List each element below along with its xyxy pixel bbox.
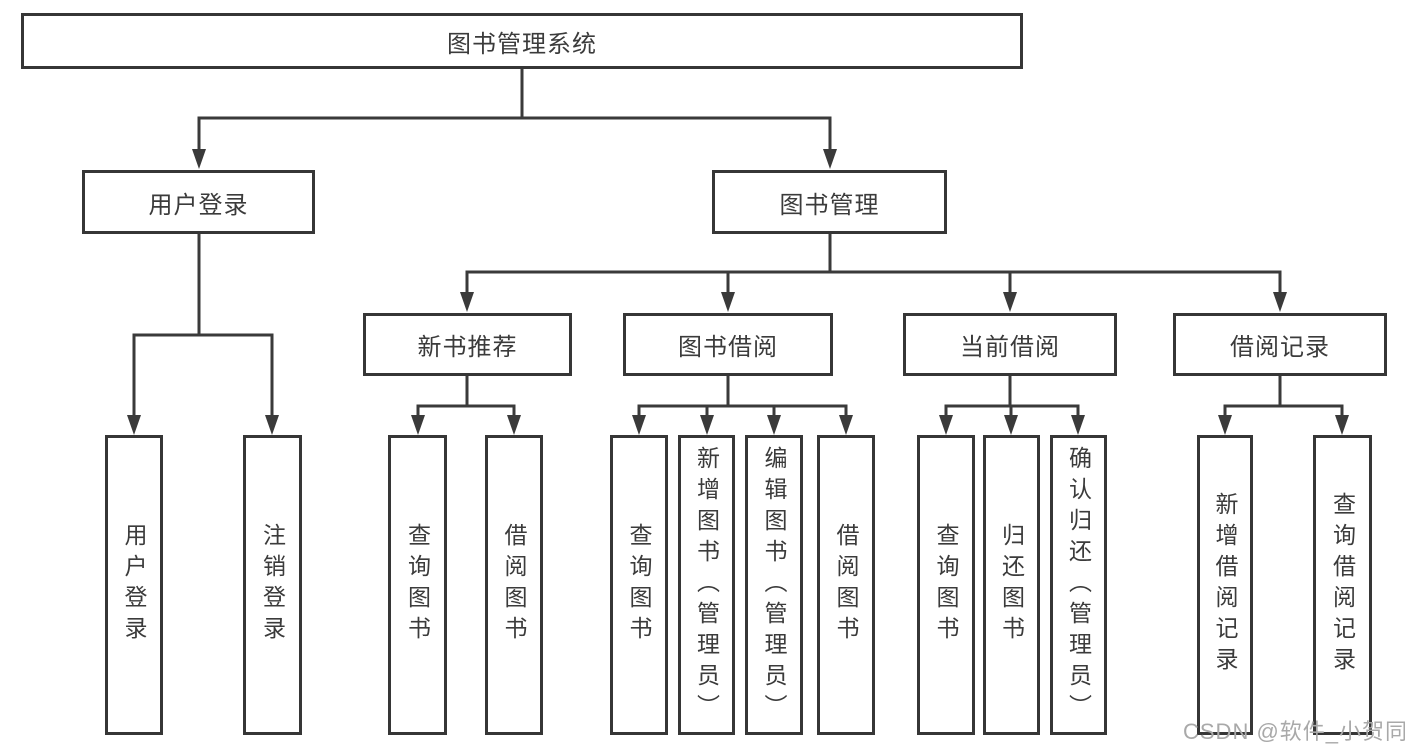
leaf-return-books: 归还图书 <box>983 435 1040 735</box>
node-current-borrow: 当前借阅 <box>903 313 1117 376</box>
watermark: CSDN @软件_小贺同学 <box>1183 719 1405 744</box>
leaf-label: 新增图书（管理员） <box>693 445 720 725</box>
node-borrow-records: 借阅记录 <box>1173 313 1387 376</box>
leaf-label: 确认归还（管理员） <box>1065 445 1092 725</box>
leaf-query-books-borrow: 查询图书 <box>610 435 668 735</box>
leaf-user-login: 用户登录 <box>105 435 163 735</box>
node-new-book-recommend: 新书推荐 <box>363 313 572 376</box>
leaf-label: 查询借阅记录 <box>1329 492 1356 678</box>
leaf-add-borrow-record: 新增借阅记录 <box>1197 435 1253 735</box>
arrowheads <box>127 149 1349 435</box>
leaf-label: 查询图书 <box>404 523 431 647</box>
leaf-label: 查询图书 <box>626 523 652 647</box>
leaf-edit-books-admin: 编辑图书（管理员） <box>745 435 803 735</box>
leaf-query-books-recommend: 查询图书 <box>388 435 447 735</box>
leaf-label: 编辑图书（管理员） <box>761 445 787 725</box>
leaf-label: 用户登录 <box>121 523 147 647</box>
leaf-borrow-books: 借阅图书 <box>817 435 875 735</box>
leaf-label: 注销登录 <box>259 523 286 647</box>
leaf-label: 借阅图书 <box>833 523 859 647</box>
leaf-label: 归还图书 <box>998 523 1025 647</box>
leaf-query-books-current: 查询图书 <box>917 435 975 735</box>
node-book-borrow: 图书借阅 <box>623 313 833 376</box>
leaf-label: 借阅图书 <box>501 523 527 647</box>
leaf-label: 查询图书 <box>933 523 959 647</box>
root-node-library-management-system: 图书管理系统 <box>21 13 1023 69</box>
leaf-add-books-admin: 新增图书（管理员） <box>678 435 735 735</box>
leaf-borrow-books-recommend: 借阅图书 <box>485 435 543 735</box>
leaf-confirm-return-admin: 确认归还（管理员） <box>1050 435 1107 735</box>
node-book-management: 图书管理 <box>712 170 947 234</box>
leaf-logout: 注销登录 <box>243 435 302 735</box>
leaf-label: 新增借阅记录 <box>1212 492 1238 678</box>
leaf-query-borrow-record: 查询借阅记录 <box>1313 435 1372 735</box>
node-user-login: 用户登录 <box>82 170 315 234</box>
